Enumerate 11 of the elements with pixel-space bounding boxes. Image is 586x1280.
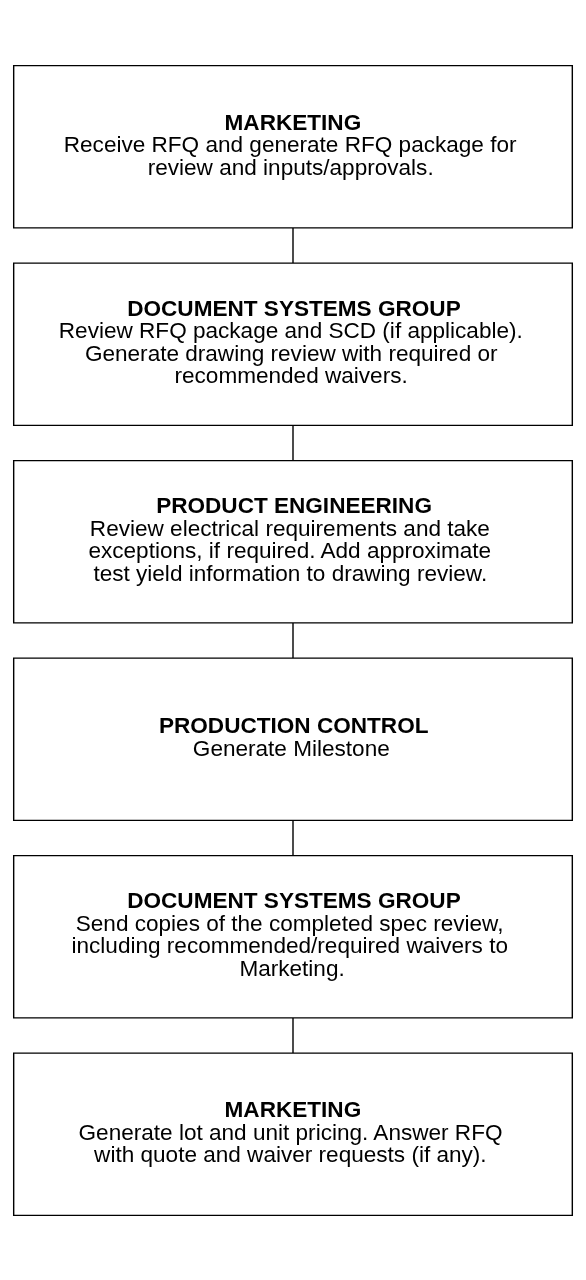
node-box: MARKETING Receive RFQ and generate RFQ package for review and inputs/approvals. [12, 64, 574, 229]
node-box: PRODUCT ENGINEERING Review electrical requirements and take exceptions, if required. Add approximate test yield information to drawing review. [12, 459, 574, 624]
connector [292, 621, 294, 659]
connector [292, 1016, 294, 1054]
connector [292, 226, 294, 264]
node-box: MARKETING Generate lot and unit pricing. Answer RFQ with quote and waiver requests (if any). [12, 1051, 574, 1216]
node-box: DOCUMENT SYSTEMS GROUP Send copies of the completed spec review, including recommended/required waivers to Marketing. [12, 854, 574, 1019]
node-box: DOCUMENT SYSTEMS GROUP Review RFQ package and SCD (if applicable). Generate drawing review with required or recommended waivers. [12, 261, 574, 426]
connector [292, 819, 294, 856]
node-box: PRODUCTION CONTROL Generate Milestone [12, 656, 574, 821]
connector [292, 424, 294, 461]
